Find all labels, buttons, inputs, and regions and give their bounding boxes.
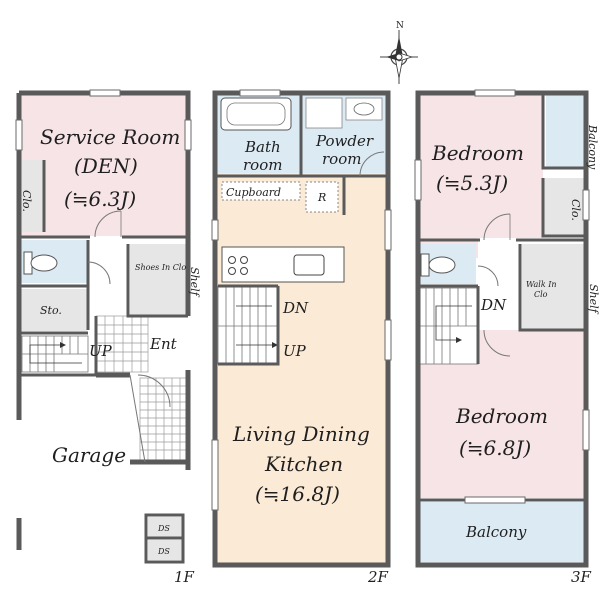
shoes-closet-label: Shoes In Clo bbox=[135, 263, 186, 272]
balcony-large-label: Balcony bbox=[465, 523, 527, 541]
closet-3f-label: Clo. bbox=[569, 199, 582, 221]
stairs-up-2f-label: UP bbox=[283, 342, 307, 360]
entrance-tiles bbox=[95, 315, 149, 373]
compass-icon bbox=[380, 30, 418, 84]
service-room-label: Service Room bbox=[40, 125, 180, 149]
bathtub-icon bbox=[220, 97, 292, 131]
bedroom-b-label: Bedroom bbox=[455, 404, 548, 428]
bath-label-1: Bath bbox=[244, 138, 281, 156]
stairs-1f bbox=[21, 335, 89, 373]
floor-3f-label: 3F bbox=[571, 568, 592, 586]
service-room-fill bbox=[19, 93, 188, 236]
floor-2f-label: 2F bbox=[367, 568, 389, 586]
balcony-large-fill bbox=[418, 502, 586, 562]
fridge-box bbox=[305, 181, 339, 213]
ds1-label: DS bbox=[157, 524, 170, 533]
ds1-fill bbox=[148, 517, 182, 537]
storage-fill bbox=[19, 289, 87, 331]
kitchen-counter bbox=[221, 246, 345, 283]
cupboard-label: Cupboard bbox=[226, 186, 281, 199]
floor-2f: Bath room Powder room Cupboard R DN UP L… bbox=[211, 89, 392, 586]
shelf-1f-fill bbox=[168, 244, 188, 316]
stairs-2f bbox=[217, 285, 279, 365]
compass-label: N bbox=[396, 21, 404, 31]
bedroom-b-size: (≒6.8J) bbox=[459, 436, 531, 460]
fridge-label: R bbox=[317, 191, 326, 204]
shoes-closet-fill bbox=[130, 244, 168, 316]
service-room-size: (≒6.3J) bbox=[64, 187, 136, 211]
closet-3f-fill bbox=[543, 178, 586, 236]
shelf-3f-fill bbox=[562, 244, 586, 330]
balcony-small-label: Balcony bbox=[586, 124, 599, 170]
stairs-dn-3f-label: DN bbox=[480, 296, 507, 314]
toilet-3f-icon bbox=[420, 253, 456, 277]
ldk-label-1: Living Dining bbox=[232, 422, 370, 446]
ldk-label-2: Kitchen bbox=[264, 452, 343, 476]
shelf-1f-label: Shelf bbox=[188, 267, 201, 298]
storage-label: Sto. bbox=[40, 304, 62, 317]
floor-1f-label: 1F bbox=[174, 568, 195, 586]
walk-in-closet-fill bbox=[522, 244, 562, 330]
service-room-sub: (DEN) bbox=[74, 154, 138, 178]
floor-3f: Balcony Bedroom (≒5.3J) Clo. Walk In Clo… bbox=[414, 89, 600, 586]
garage-label: Garage bbox=[52, 443, 126, 467]
stairs-up-1f-label: UP bbox=[89, 342, 113, 360]
balcony-small-fill bbox=[546, 93, 586, 168]
closet-1f-label: Clo. bbox=[20, 190, 33, 212]
shelf-3f-label: Shelf bbox=[587, 284, 600, 315]
stairs-3f bbox=[417, 287, 479, 365]
bedroom-a-fill bbox=[418, 93, 543, 238]
bedroom-a-size: (≒5.3J) bbox=[436, 171, 508, 195]
closet-1f-fill bbox=[22, 160, 44, 232]
washer-icon bbox=[305, 97, 343, 129]
cupboard-box bbox=[221, 181, 301, 201]
ds2-label: DS bbox=[157, 547, 170, 556]
walk-in-closet-label-2: Clo bbox=[534, 290, 548, 299]
ldk-size: (≒16.8J) bbox=[255, 482, 340, 506]
bath-label-2: room bbox=[243, 156, 282, 174]
powder-label-2: room bbox=[322, 150, 361, 168]
stairs-dn-2f-label: DN bbox=[282, 299, 309, 317]
walk-in-closet-label-1: Walk In bbox=[526, 280, 557, 289]
powder-label-1: Powder bbox=[315, 132, 374, 150]
ds2-fill bbox=[148, 540, 182, 560]
bedroom-a-label: Bedroom bbox=[431, 141, 524, 165]
toilet-1f-icon bbox=[23, 251, 58, 275]
floor-1f: Service Room (DEN) (≒6.3J) Clo. Sto. Sho… bbox=[15, 89, 201, 586]
entrance-label: Ent bbox=[149, 335, 178, 353]
porch-tiles bbox=[139, 377, 189, 463]
